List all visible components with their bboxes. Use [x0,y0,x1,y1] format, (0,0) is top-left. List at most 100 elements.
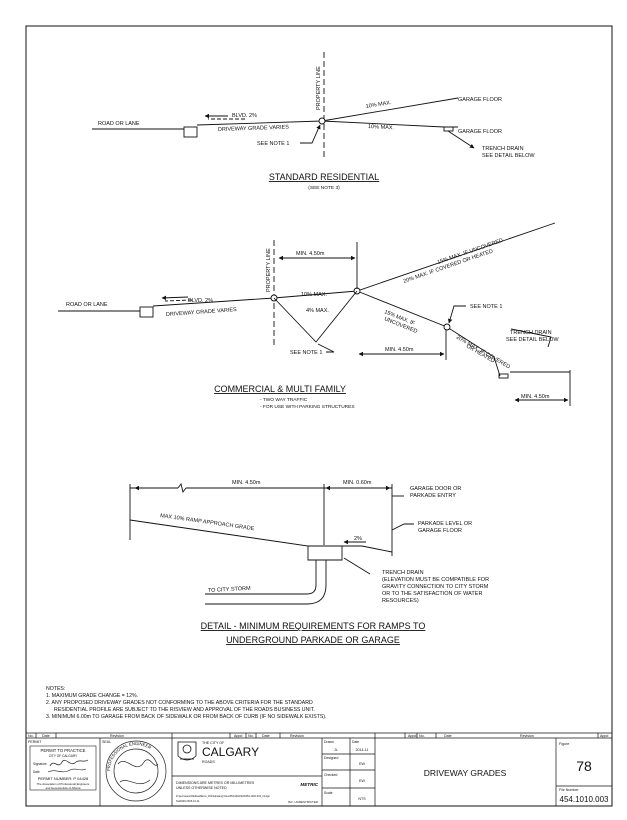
tb-col-date2: Date [262,734,270,738]
com-property-line-label: PROPERTY LINE [266,248,272,292]
tb-dims-line1: DIMENSIONS ARE METRES OR MILLIMETRES [176,781,255,785]
tb-dims-line2: UNLESS OTHERWISE NOTED [176,786,227,790]
tb-plot: SHA649 2015-10-11 [176,799,200,803]
tb-figure-label: Figure [559,742,569,746]
std-driveway-label: DRIVEWAY GRADE VARIES [218,125,290,133]
engineer-seal [105,740,167,802]
det-trench-line5: RESOURCES) [382,598,419,604]
tb-scale-label: Scale [324,791,333,795]
tb-col-appd: Appd [234,734,242,738]
standard-residential-profile [92,52,475,160]
com-see-note-right: SEE NOTE 1 [470,304,502,310]
tb-col-date-r: Date [444,734,452,738]
std-see-note: SEE NOTE 1 [257,141,289,147]
com-driveway-label: DRIVEWAY GRADE VARIES [166,307,238,318]
tb-col-appd-r: Appd [408,734,416,738]
commercial-profile [58,222,571,406]
det-door-line1: GARAGE DOOR OR [410,486,461,492]
com-trench-line2: SEE DETAIL BELOW [506,337,559,343]
tb-seal-label: SEAL [102,740,111,744]
com-min-top: MIN. 4.50m [296,251,325,257]
tb-city: CALGARY [202,745,259,759]
tb-col-date: Date [42,734,50,738]
std-property-line-label: PROPERTY LINE [316,66,322,110]
tb-city-of: THE CITY OF [202,741,225,745]
det-title-line1: DETAIL - MINIMUM REQUIREMENTS FOR RAMPS … [201,621,426,631]
tb-permit-label: PERMIT [28,740,42,744]
std-road-label: ROAD OR LANE [98,121,140,127]
det-trench-line2: (ELEVATION MUST BE COMPATIBLE FOR [382,577,489,583]
tb-col-revision-r: Revision [520,734,534,738]
tb-file-path: Z:\permanent\fileRead\Ecro_2014\drawing … [176,795,270,798]
tb-stamp-text: PROFESSIONAL ENGINEER [106,741,152,771]
tb-permit-number: PERMIT NUMBER: P 04428 [38,776,89,781]
com-trench-line1: TRENCH DRAIN [510,330,552,336]
std-max-lower: 10% MAX. [368,124,395,131]
tb-col-no: No. [28,734,34,738]
std-trench-line1: TRENCH DRAIN [482,146,524,152]
tb-designed-value: EW [359,762,365,766]
tb-figure-value: 78 [576,758,592,774]
com-covered-top: 20% MAX. IF COVERED OR HEATED [403,248,494,284]
std-garage-floor-upper: GARAGE FLOOR [458,97,502,103]
det-storm-label: TO CITY STORM [208,586,251,594]
tb-date-value: 2014-11 [356,748,369,752]
ramp-detail [129,482,414,605]
det-title-line2: UNDERGROUND PARKADE OR GARAGE [226,635,400,645]
tb-file-label: File Number [559,788,579,792]
tb-designed-label: Designed [324,756,338,760]
tb-permit-assoc1: The Association of Professional Engineer… [37,782,90,786]
com-bullet-2: - FOR USE WITH PARKING STRUCTURES [260,404,355,410]
com-max-10: 10% MAX. [301,292,327,298]
notes-heading: NOTES: [46,686,65,692]
tb-permit-title: PERMIT TO PRACTICE [41,748,86,753]
tb-file-value: 454.1010.003 [560,795,609,804]
std-max-upper: 10% MAX. [365,100,392,110]
note-3: 3. MINIMUM 6.00m TO GARAGE FROM BACK OF … [46,714,326,720]
tb-col-no2: No. [248,734,254,738]
det-trench-line1: TRENCH DRAIN [382,570,424,576]
com-min-mid: MIN. 4.50m [385,347,414,353]
city-crest-icon [177,741,197,761]
tb-drawing-title: DRIVEWAY GRADES [424,768,507,778]
tb-col-no-r: No. [419,734,425,738]
sheet-border [25,25,613,807]
note-1: 1. MAXIMUM GRADE CHANGE = 12%. [46,693,138,699]
tb-drawn-label: Drawn [324,740,334,744]
note-2a: 2. ANY PROPOSED DRIVEWAY GRADES NOT CONF… [46,700,313,706]
tb-scale-value: NTS [358,797,366,801]
det-slope-label: 2% [354,536,362,542]
tb-date-label: Date [352,740,359,744]
com-title: COMMERCIAL & MULTI FAMILY [214,384,346,394]
tb-roads: ROADS [202,760,215,764]
det-door-line2: PARKADE ENTRY [410,493,456,499]
tb-col-revision2: Revision [290,734,304,738]
tb-permit-sig: Signature [33,762,47,766]
tb-col-appd-r2: Appd [600,734,608,738]
permit-stamp [29,745,97,791]
com-blvd-label: BLVD. 2% [188,298,213,304]
tb-drawn-value: JL [334,748,338,752]
com-bullet-1: - TWO WAY TRAFFIC [260,397,308,403]
det-ramp-label: MAX 10% RAMP APPROACH GRADE [160,513,255,532]
title-block-frame [26,732,612,806]
permit-date-scrawl [47,768,87,773]
det-trench-line4: OR TO THE SATISFACTION OF WATER [382,591,482,597]
det-min-right: MIN. 0.60m [343,480,372,486]
std-trench-line2: SEE DETAIL BELOW [482,153,535,159]
det-min-left: MIN. 4.50m [232,480,261,486]
std-garage-floor-lower: GARAGE FLOOR [458,129,502,135]
det-level-line2: GARAGE FLOOR [418,528,462,534]
com-see-note-left: SEE NOTE 1 [290,350,322,356]
tb-permit-assoc2: and Geoscientists of Alberta [46,786,81,790]
tb-classification: ISC: UNRESTRICTED [288,800,319,804]
note-2b: RESIDENTIAL PROFILE ARE SUBJECT TO THE R… [54,707,315,713]
com-min-right: MIN. 4.50m [521,394,550,400]
det-level-line1: PARKADE LEVEL OR [418,521,472,527]
std-subtitle: (SEE NOTE 3) [308,185,340,191]
com-max-4: 4% MAX. [306,308,329,314]
tb-col-revision: Revision [110,734,124,738]
std-title: STANDARD RESIDENTIAL [269,172,379,182]
std-blvd-label: BLVD. 2% [232,113,257,119]
